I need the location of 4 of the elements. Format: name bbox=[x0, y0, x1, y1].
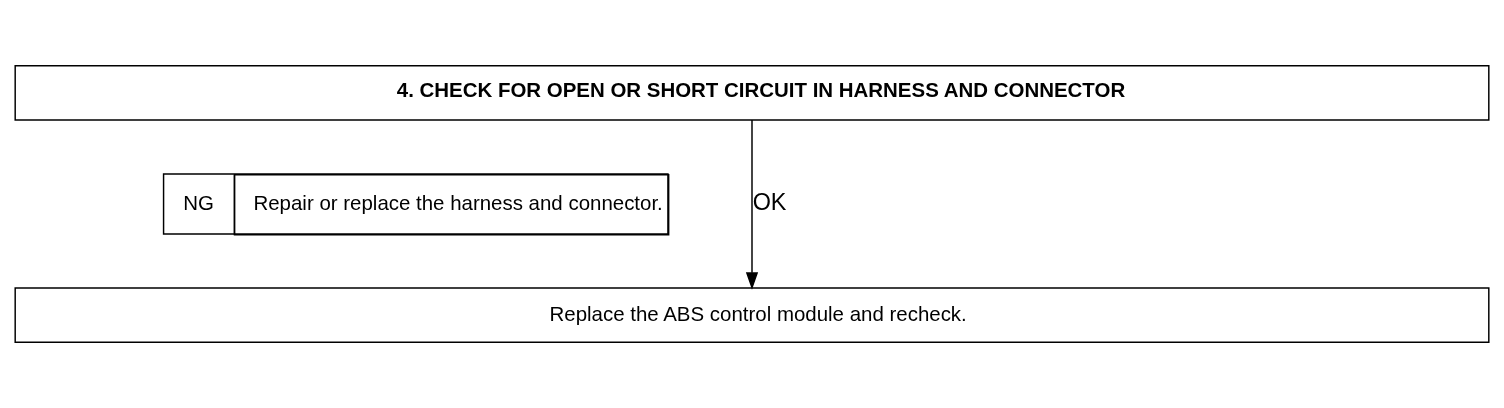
arrow bbox=[745, 119, 759, 290]
node-box: Replace the ABS control module and recheck. bbox=[14, 287, 1490, 343]
node-box: 4. CHECK FOR OPEN OR SHORT CIRCUIT IN HARNESS AND CONNECTOR bbox=[14, 65, 1490, 121]
edge-label: OK bbox=[752, 188, 787, 215]
